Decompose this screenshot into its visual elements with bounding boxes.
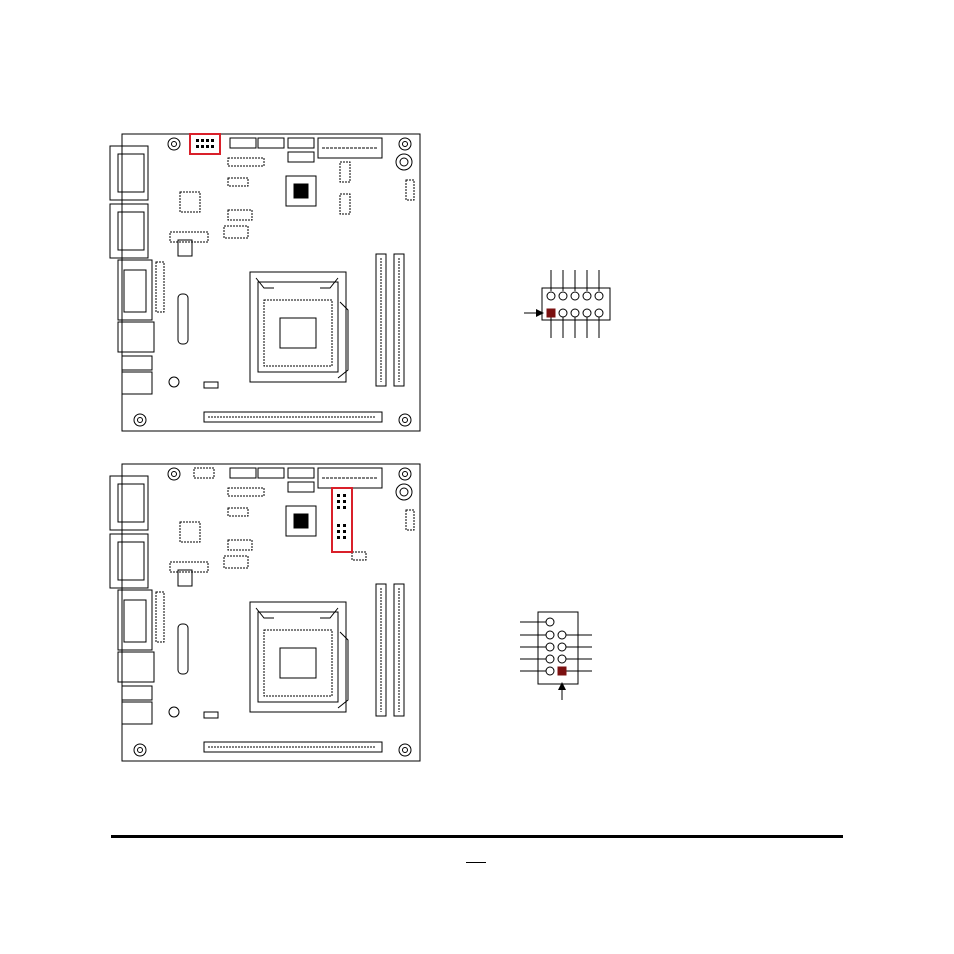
pin xyxy=(559,292,567,300)
pin xyxy=(558,655,566,663)
pin xyxy=(559,309,567,317)
footer-rule xyxy=(111,835,843,838)
pin xyxy=(546,643,554,651)
pin xyxy=(583,292,591,300)
pin xyxy=(571,309,579,317)
pin xyxy=(583,309,591,317)
pin xyxy=(546,667,554,675)
pin-1-square xyxy=(558,667,566,675)
motherboard-layout-bottom xyxy=(108,462,424,768)
pin-header-diagram-top xyxy=(520,262,620,342)
pin xyxy=(595,292,603,300)
pin-header-diagram-bottom xyxy=(518,608,598,704)
pin xyxy=(546,618,554,626)
pin xyxy=(571,292,579,300)
pin-1-square xyxy=(547,309,555,317)
page-number-underline xyxy=(466,862,486,863)
pin xyxy=(546,631,554,639)
motherboard-layout-top xyxy=(108,132,424,438)
pin xyxy=(546,655,554,663)
pin xyxy=(558,643,566,651)
pin xyxy=(547,292,555,300)
pin xyxy=(595,309,603,317)
pin xyxy=(558,631,566,639)
